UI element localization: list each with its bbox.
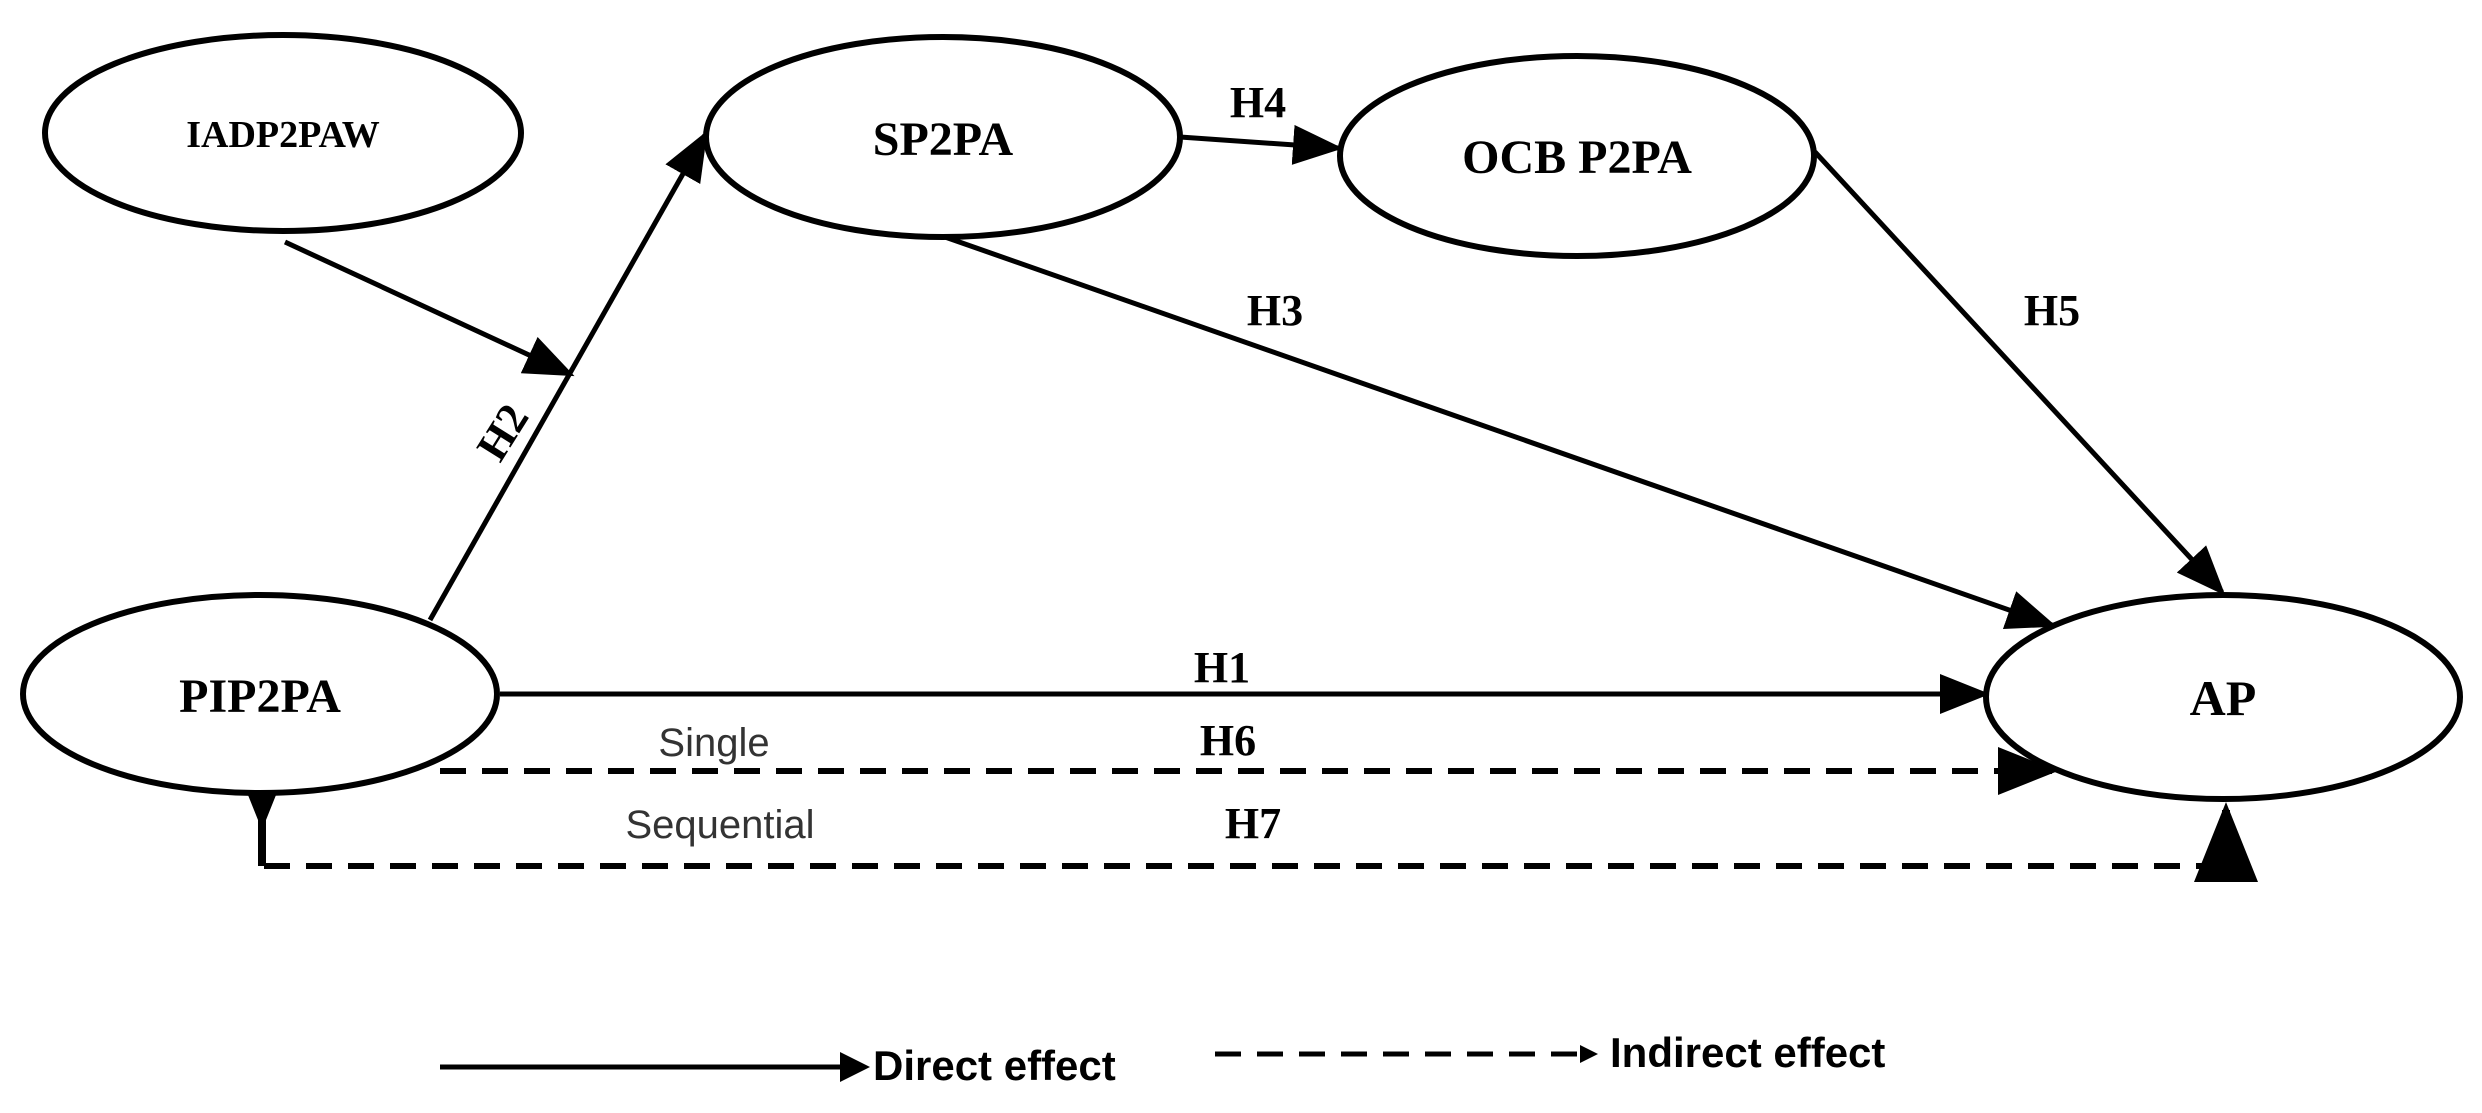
- edge-moderator-iadp2paw-to-h2: [283, 239, 575, 377]
- label-h3: H3: [1247, 286, 1303, 335]
- node-ap: AP: [1983, 592, 2463, 802]
- edge-h3-sp2pa-to-ap: [944, 234, 2057, 629]
- label-single: Single: [658, 721, 769, 765]
- node-sp2pa-label: SP2PA: [873, 113, 1014, 166]
- legend-indirect-arrowhead: [1580, 1045, 1598, 1063]
- node-sp2pa: SP2PA: [703, 34, 1183, 240]
- edge-h5-ocb-to-ap: [1813, 150, 2226, 596]
- node-pip2pa-label: PIP2PA: [179, 670, 341, 723]
- label-h2: H2: [467, 395, 538, 469]
- edge-h2-pip2pa-to-sp2pa: [427, 130, 708, 622]
- node-iadp2paw-label: IADP2PAW: [186, 114, 380, 156]
- label-h7: H7: [1225, 799, 1281, 848]
- node-iadp2paw: IADP2PAW: [42, 32, 524, 234]
- legend: Direct effect Indirect effect: [440, 1029, 1885, 1089]
- node-ocb-p2pa-label: OCB P2PA: [1462, 131, 1692, 184]
- label-h1: H1: [1194, 643, 1250, 692]
- edge-h4-sp2pa-to-ocb: [1179, 124, 1343, 165]
- label-h4: H4: [1230, 78, 1286, 127]
- node-ap-label: AP: [2190, 670, 2257, 726]
- label-sequential: Sequential: [625, 803, 814, 847]
- label-h5: H5: [2024, 286, 2080, 335]
- label-h6: H6: [1200, 716, 1256, 765]
- legend-direct-label: Direct effect: [873, 1042, 1116, 1089]
- legend-indirect-label: Indirect effect: [1610, 1029, 1885, 1076]
- node-ocb-p2pa: OCB P2PA: [1337, 53, 1817, 259]
- node-pip2pa: PIP2PA: [20, 592, 500, 796]
